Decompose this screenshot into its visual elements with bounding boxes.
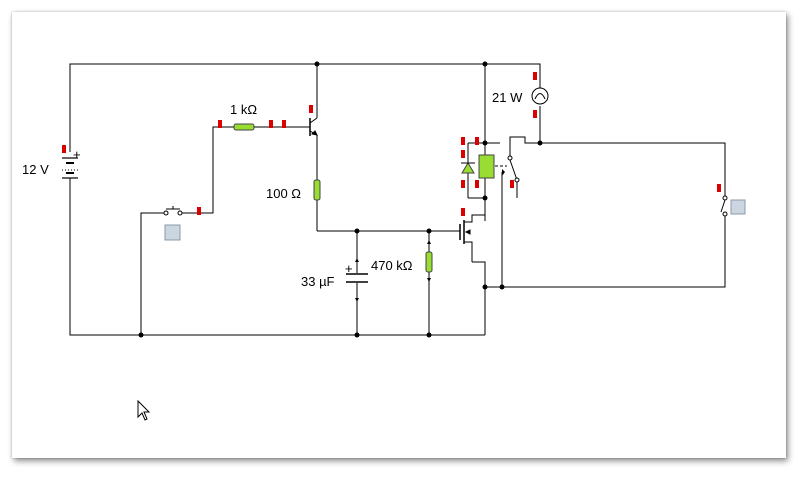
- relay-contact[interactable]: [502, 155, 520, 183]
- mosfet[interactable]: [459, 214, 485, 262]
- npn-transistor[interactable]: [309, 117, 318, 136]
- resistor-gate-label: 470 kΩ: [371, 258, 413, 273]
- lamp[interactable]: [531, 87, 549, 105]
- push-button[interactable]: [163, 206, 183, 241]
- resistor-emitter[interactable]: [313, 179, 321, 201]
- flyback-diode[interactable]: [461, 162, 475, 174]
- pin-marker: [461, 150, 465, 158]
- lamp-label: 21 W: [492, 90, 523, 105]
- resistor-base[interactable]: [233, 123, 255, 131]
- battery[interactable]: +: [62, 147, 81, 179]
- junctions: [138, 61, 543, 338]
- battery-label: 12 V: [22, 162, 49, 177]
- pin-marker: [475, 137, 479, 145]
- toggle-switch-control[interactable]: [730, 199, 746, 215]
- pin-marker: [269, 120, 273, 128]
- pin-marker: [461, 137, 465, 145]
- wires: [69, 63, 726, 336]
- capacitor-label: 33 µF: [301, 274, 335, 289]
- capacitor[interactable]: +: [345, 258, 368, 302]
- resistor-gate[interactable]: [425, 251, 433, 273]
- push-button-control[interactable]: [164, 224, 181, 241]
- toggle-switch[interactable]: [720, 195, 746, 217]
- battery-plus-sign: +: [73, 147, 81, 162]
- pin-marker: [533, 72, 537, 80]
- resistor-base-label: 1 kΩ: [230, 102, 257, 117]
- pin-marker: [533, 110, 537, 118]
- pin-markers: [62, 72, 721, 216]
- mouse-cursor-icon: [137, 399, 151, 421]
- pin-marker: [510, 180, 514, 188]
- pin-marker: [475, 180, 479, 188]
- pin-marker: [62, 145, 66, 153]
- pin-marker: [461, 180, 465, 188]
- pin-marker: [461, 208, 465, 216]
- resistor-emitter-label: 100 Ω: [266, 186, 301, 201]
- pin-marker: [218, 120, 222, 128]
- pin-marker: [717, 184, 721, 192]
- pin-marker: [309, 105, 313, 113]
- pin-marker: [197, 207, 201, 215]
- relay-coil[interactable]: [478, 154, 495, 179]
- pin-marker: [282, 120, 286, 128]
- capacitor-plus-sign: +: [345, 261, 353, 276]
